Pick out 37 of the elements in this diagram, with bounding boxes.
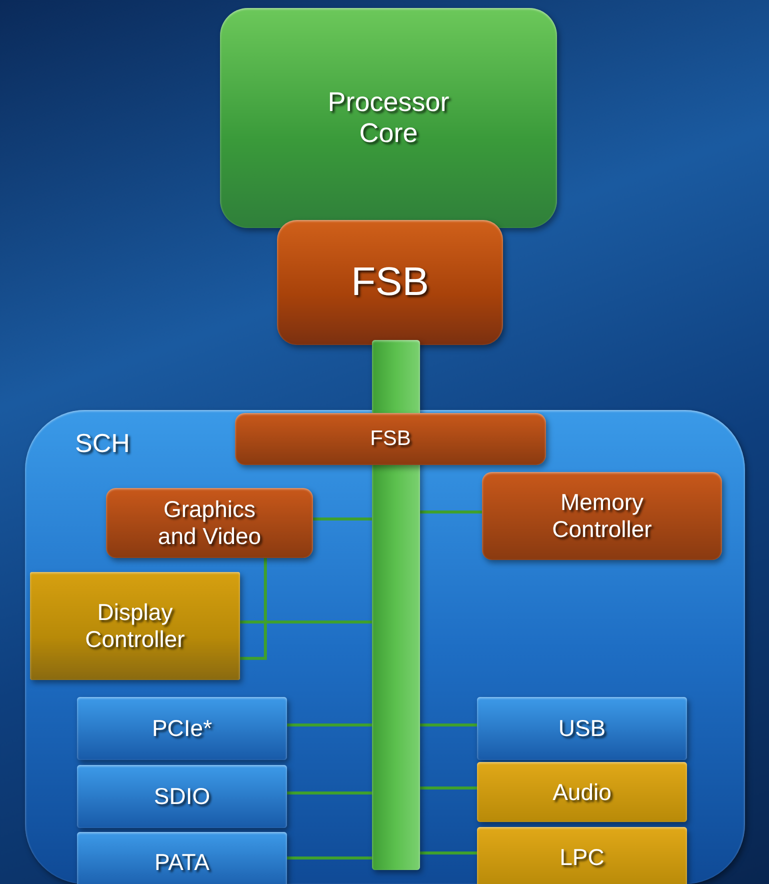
bus-bar (372, 340, 420, 870)
node-label: PATA (154, 848, 210, 876)
connector-line (420, 510, 482, 514)
interface-box (477, 697, 687, 760)
connector-line (240, 620, 372, 624)
node-label: FSB (351, 260, 429, 305)
interface-box (77, 765, 287, 828)
panel-title: SCH (75, 428, 130, 459)
connector-line (287, 724, 372, 726)
component-box (482, 472, 722, 560)
bus-box (277, 220, 503, 345)
component-box (106, 488, 313, 558)
connector-line (420, 786, 477, 790)
connector-line (420, 852, 477, 854)
node-label: Display Controller (84, 599, 186, 653)
node-label: USB (558, 715, 606, 742)
interface-box (477, 827, 687, 884)
node-label: Audio (552, 778, 612, 806)
node-label: Processor Core (326, 87, 450, 149)
connector-line (240, 558, 267, 660)
connector-line (287, 856, 372, 860)
node-label: SDIO (154, 783, 210, 810)
connector-line (287, 792, 372, 794)
interface-box (477, 762, 687, 822)
container-panel (25, 410, 745, 884)
node-label: Graphics and Video (156, 496, 262, 550)
connector-line (313, 518, 372, 520)
connector-line (420, 724, 477, 726)
interface-box (77, 697, 287, 760)
node-label: LPC (560, 844, 604, 870)
component-box (30, 572, 240, 680)
interface-box (77, 832, 287, 884)
node-label: FSB (370, 427, 411, 451)
node-label: Memory Controller (551, 489, 653, 543)
bus-box (235, 413, 546, 465)
processor-box (220, 8, 557, 228)
node-label: PCIe* (152, 715, 212, 742)
